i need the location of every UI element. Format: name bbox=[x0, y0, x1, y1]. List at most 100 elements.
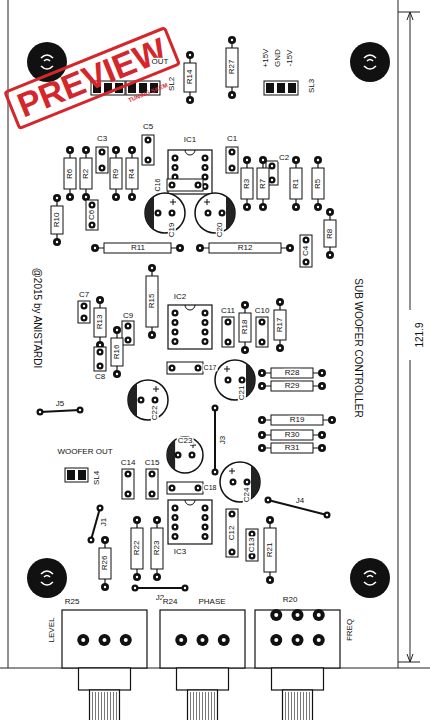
drill-hole bbox=[79, 409, 81, 411]
drill-hole bbox=[189, 99, 191, 101]
electrolytic-capacitor bbox=[220, 462, 260, 502]
drill-hole bbox=[296, 638, 300, 642]
knurling bbox=[205, 692, 206, 720]
resistor-symbol bbox=[271, 415, 323, 425]
solder-pad bbox=[314, 203, 322, 211]
capacitor-symbol bbox=[167, 482, 203, 494]
knurling bbox=[101, 692, 102, 720]
drill-hole bbox=[279, 347, 281, 349]
solder-pad bbox=[149, 471, 156, 478]
solder-pad bbox=[125, 471, 132, 478]
component-label: C20 bbox=[216, 222, 224, 239]
jumper-wire bbox=[40, 410, 80, 412]
drill-hole bbox=[261, 434, 263, 436]
knurling bbox=[104, 692, 105, 720]
drill-hole bbox=[204, 340, 206, 342]
solder-pad bbox=[202, 329, 209, 336]
drill-hole bbox=[262, 159, 264, 161]
resistor-symbol bbox=[80, 158, 92, 189]
drill-hole bbox=[231, 151, 233, 153]
component-label: R30 bbox=[284, 431, 301, 439]
solder-pad bbox=[292, 156, 300, 164]
solder-pad bbox=[212, 405, 219, 412]
drill-hole bbox=[321, 372, 323, 374]
drill-hole bbox=[204, 516, 206, 518]
component-label: C11 bbox=[220, 307, 236, 315]
drill-hole bbox=[204, 185, 206, 187]
solder-pad bbox=[169, 210, 176, 217]
knurling bbox=[208, 692, 209, 720]
drill-hole bbox=[103, 638, 107, 642]
drill-hole bbox=[174, 516, 176, 518]
component-label: C10 bbox=[254, 307, 271, 315]
mounting-hole-mark bbox=[364, 571, 376, 585]
drill-hole bbox=[305, 261, 307, 263]
drill-hole bbox=[321, 385, 323, 387]
resistor-symbol bbox=[264, 528, 276, 572]
drill-hole bbox=[221, 212, 223, 214]
drill-hole bbox=[199, 247, 201, 249]
solder-pad bbox=[244, 479, 251, 486]
solder-pad bbox=[81, 303, 88, 310]
component-label: C12 bbox=[228, 525, 236, 542]
drill-hole bbox=[207, 212, 209, 214]
drill-hole bbox=[184, 587, 186, 589]
drill-hole bbox=[136, 519, 138, 521]
jumper-wire bbox=[135, 587, 185, 589]
capacitor-symbol bbox=[96, 147, 108, 173]
board-title: SUB WOOFER CONTROLLER bbox=[353, 277, 364, 418]
polarity-mark bbox=[204, 199, 210, 205]
drill-hole bbox=[232, 481, 234, 483]
resistor-symbol bbox=[64, 158, 76, 189]
solder-pad bbox=[133, 573, 141, 581]
component-label: R8 bbox=[326, 228, 334, 240]
potentiometer-shaft bbox=[90, 690, 120, 720]
drill-hole bbox=[171, 487, 173, 489]
component-label: C6 bbox=[88, 209, 96, 221]
solder-pad bbox=[91, 244, 99, 252]
solder-pad bbox=[243, 156, 251, 164]
component-label: R18 bbox=[241, 319, 249, 336]
ic-notch bbox=[185, 500, 195, 505]
drill-hole bbox=[295, 206, 297, 208]
solder-pad bbox=[145, 137, 152, 144]
knurling bbox=[193, 692, 194, 720]
knurling bbox=[190, 692, 191, 720]
solder-pad bbox=[219, 210, 226, 217]
component-label: IC2 bbox=[173, 293, 187, 301]
solder-pad bbox=[97, 363, 104, 370]
potentiometer-pin bbox=[197, 634, 209, 646]
drill-hole bbox=[81, 638, 85, 642]
drill-hole bbox=[91, 224, 93, 226]
solder-pad bbox=[269, 163, 276, 170]
component-label: C14 bbox=[120, 459, 137, 467]
solder-pad bbox=[97, 505, 104, 512]
drill-hole bbox=[154, 399, 156, 401]
solder-pad bbox=[212, 469, 219, 476]
drill-hole bbox=[174, 526, 176, 528]
solder-pad bbox=[101, 583, 109, 591]
component-label: @2015 by ANISTARDI bbox=[32, 267, 43, 370]
solder-pad bbox=[37, 409, 44, 416]
solder-pad bbox=[258, 382, 266, 390]
component-label: R27 bbox=[228, 59, 236, 76]
component-label: +15V bbox=[262, 48, 270, 69]
component-label: J3 bbox=[219, 435, 227, 445]
drill-hole bbox=[101, 151, 103, 153]
solder-pad bbox=[276, 298, 284, 306]
drill-hole bbox=[197, 367, 199, 369]
solder-pad bbox=[229, 149, 236, 156]
potentiometer-pin bbox=[120, 634, 132, 646]
header-outline bbox=[65, 468, 88, 482]
drill-hole bbox=[127, 493, 129, 495]
drill-hole bbox=[174, 176, 176, 178]
solder-pad bbox=[172, 164, 179, 171]
component-label: IC1 bbox=[183, 136, 197, 144]
solder-pad bbox=[249, 553, 256, 560]
component-label: C19 bbox=[168, 222, 176, 239]
knurling bbox=[92, 692, 93, 720]
potentiometer-bushing bbox=[272, 668, 324, 690]
drill-hole bbox=[326, 514, 328, 516]
solder-pad bbox=[148, 264, 156, 272]
drill-hole bbox=[83, 317, 85, 319]
